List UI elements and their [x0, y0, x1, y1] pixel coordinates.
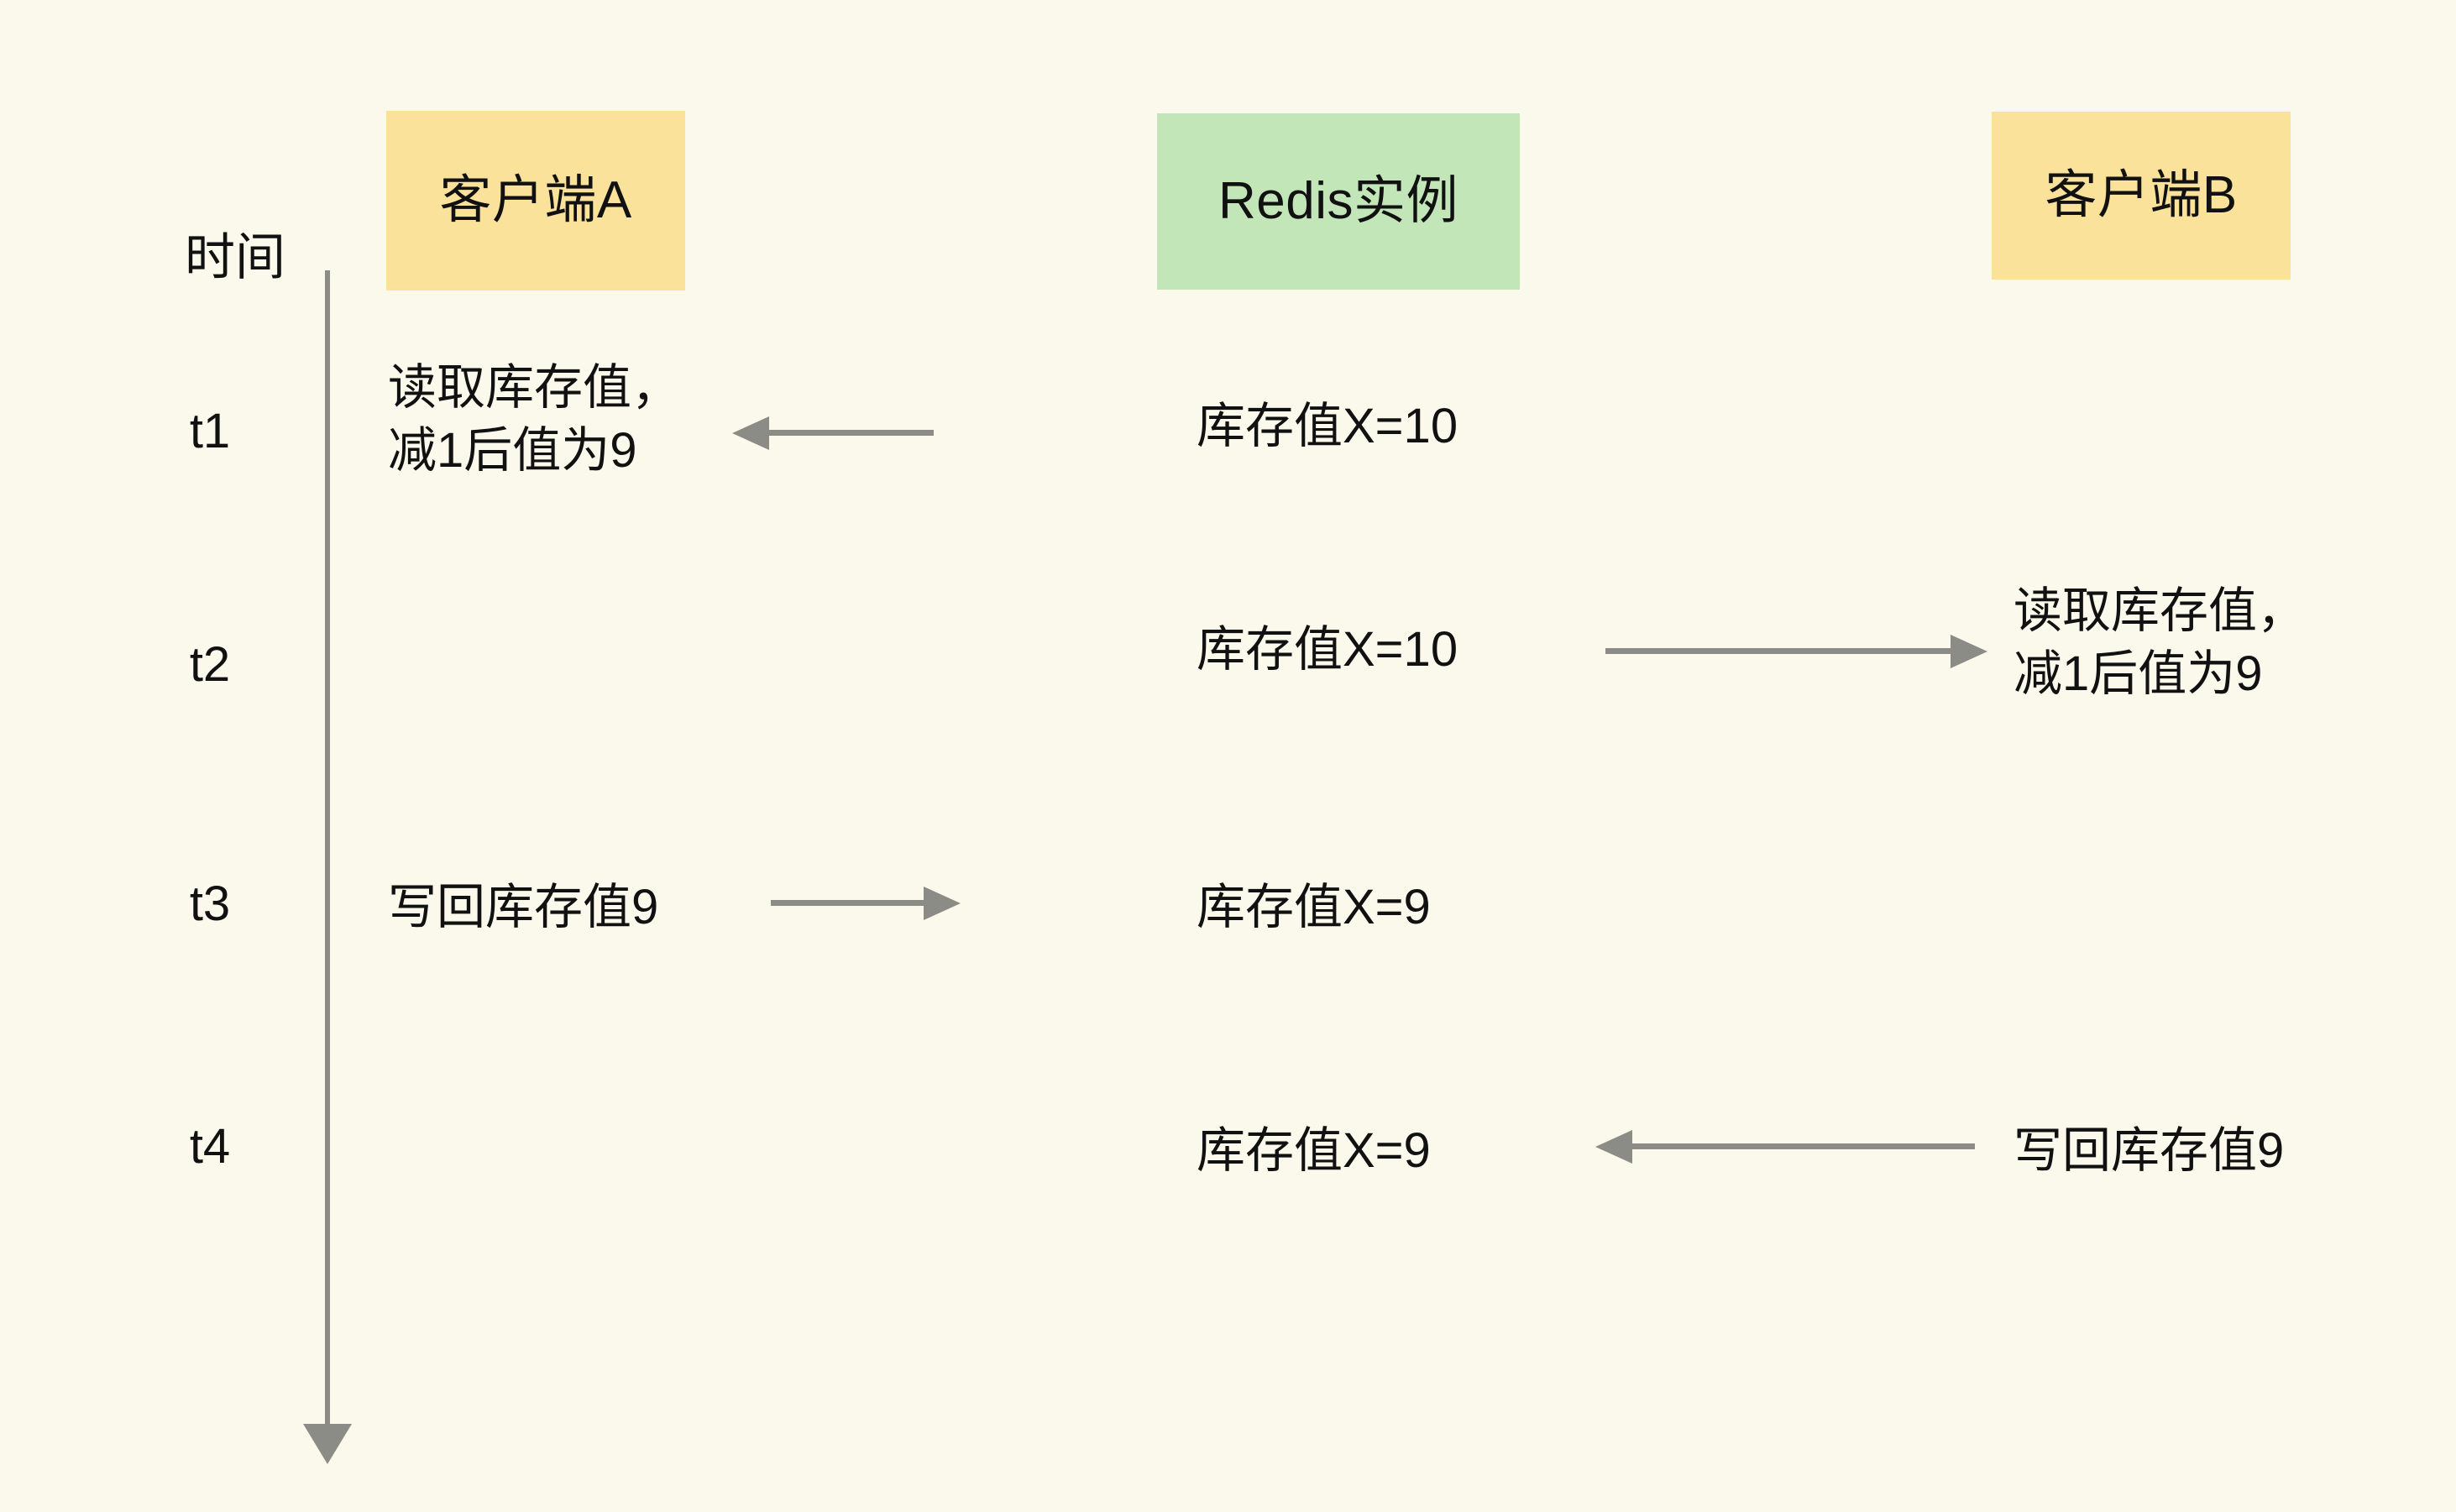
arrow-shaft [1631, 1143, 1975, 1149]
arrow-t1-redis-to-client-a [732, 416, 934, 450]
arrowhead-left-icon [732, 416, 769, 450]
arrow-t4-client-b-to-redis [1595, 1130, 1975, 1164]
message-t2-redis: 库存值X=10 [1197, 622, 1458, 677]
arrowhead-right-icon [1951, 635, 1987, 668]
message-t1-client-a: 读取库存值， 减1后值为9 [388, 360, 681, 479]
message-t4-redis: 库存值X=9 [1197, 1123, 1431, 1178]
message-t4-client-b: 写回库存值9 [2014, 1123, 2285, 1178]
time-axis-arrowhead-icon [303, 1424, 352, 1464]
time-tick-t2: t2 [189, 637, 231, 692]
lane-header-client-b: 客户端B [1992, 112, 2291, 280]
arrow-shaft [1605, 648, 1952, 654]
message-t3-client-a: 写回库存值9 [388, 880, 659, 934]
arrow-t2-redis-to-client-b [1605, 635, 1987, 668]
lane-header-client-a-label: 客户端A [439, 170, 632, 229]
time-axis-line [325, 270, 330, 1429]
arrowhead-left-icon [1595, 1130, 1632, 1164]
arrow-t3-client-a-to-redis [771, 887, 961, 920]
time-tick-t1: t1 [189, 404, 231, 458]
arrowhead-right-icon [924, 887, 961, 920]
message-t2-client-b: 读取库存值， 减1后值为9 [2014, 583, 2307, 702]
lane-header-redis: Redis实例 [1157, 113, 1520, 290]
message-t3-redis: 库存值X=9 [1197, 880, 1431, 934]
lane-header-client-b-label: 客户端B [2045, 165, 2238, 224]
lane-header-redis-label: Redis实例 [1218, 171, 1458, 230]
lane-header-client-a: 客户端A [386, 111, 685, 290]
message-t1-redis: 库存值X=10 [1197, 399, 1458, 453]
time-tick-t3: t3 [189, 876, 231, 931]
arrow-shaft [771, 900, 925, 906]
time-tick-t4: t4 [189, 1119, 231, 1174]
arrow-shaft [767, 430, 934, 436]
time-axis-label: 时间 [185, 229, 285, 285]
